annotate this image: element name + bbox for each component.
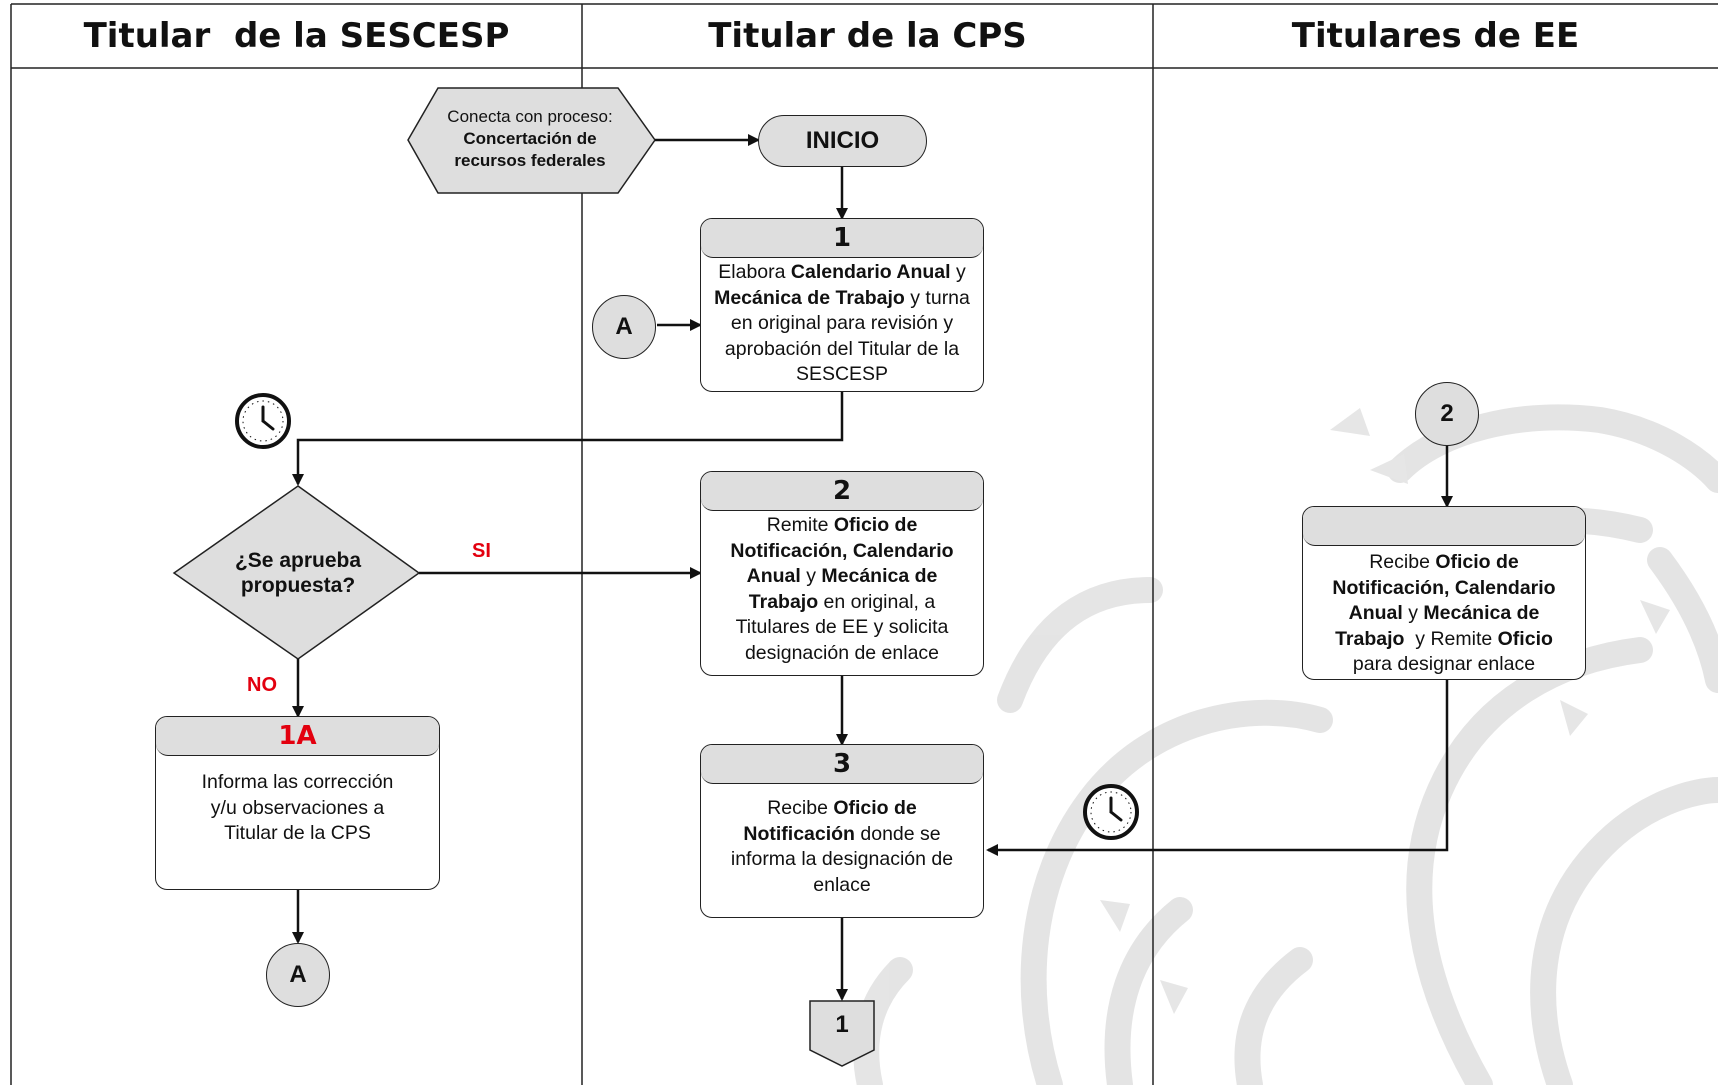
process-connector-hexagon <box>407 87 656 194</box>
text-run: donde se informa la designación de enlac… <box>730 822 954 896</box>
text-run: y <box>950 261 966 283</box>
connector-a-entry: A <box>592 295 656 359</box>
watermark-eagle-emblem <box>853 404 1718 1085</box>
decision-question: ¿Se aprueba propuesta? <box>198 548 398 598</box>
step-number: 2 <box>701 472 983 511</box>
step-number <box>1303 507 1585 546</box>
text-run: y <box>1402 602 1424 624</box>
step-1-card: 1 Elabora Calendario Anual y Mecánica de… <box>700 218 984 392</box>
text-run-bold: Oficio de Notificación, Calendario Anual <box>730 514 954 587</box>
ee-receive-card: Recibe Oficio de Notificación, Calendari… <box>1302 506 1586 680</box>
process-connector-text: Conecta con proceso: Concertación de rec… <box>430 106 630 172</box>
lane-title-ee: Titulares de EE <box>1291 16 1580 56</box>
text-run-bold: Oficio de Notificación, Calendario Anual <box>1332 551 1556 624</box>
lane-title-sescesp: Titular de la SESCESP <box>83 16 510 56</box>
text-run-bold: Mecánica de Trabajo <box>1335 602 1540 650</box>
flow-lines <box>292 134 1453 1001</box>
arrow-step1-to-decision <box>292 392 844 486</box>
step-description: Recibe Oficio de Notificación donde se i… <box>701 784 983 898</box>
process-connector-prefix: Conecta con proceso: <box>447 107 613 126</box>
lane-title-cps: Titular de la CPS <box>708 16 1027 56</box>
process-connector-name-line2: recursos federales <box>454 151 606 170</box>
step-2-card: 2 Remite Oficio de Notificación, Calenda… <box>700 471 984 676</box>
text-run: Remite <box>766 514 834 536</box>
text-run: Elabora <box>718 261 791 283</box>
clock-icon <box>235 393 291 449</box>
text-run: y Remite <box>1404 627 1498 650</box>
process-connector-name-line1: Concertación de <box>463 129 597 148</box>
clock-icon <box>1083 784 1139 840</box>
step-description: Elabora Calendario Anual y Mecánica de T… <box>701 258 983 388</box>
text-run-bold: Oficio de Notificación <box>743 797 917 845</box>
text-run: en original, a Titulares de EE y solicit… <box>735 590 949 664</box>
text-run: y <box>800 565 822 587</box>
decision-no-label: NO <box>247 674 277 696</box>
text-run: Recibe <box>767 797 834 819</box>
step-3-card: 3 Recibe Oficio de Notificación donde se… <box>700 744 984 918</box>
decision-yes-label: SI <box>472 540 491 562</box>
step-number: 1A <box>156 717 439 756</box>
step-description: Recibe Oficio de Notificación, Calendari… <box>1303 546 1585 678</box>
text-run-bold: Mecánica de Trabajo <box>714 286 905 309</box>
watermark-feather-marks <box>1100 408 1670 1014</box>
text-run-bold: Calendario Anual <box>790 261 951 283</box>
step-description: Remite Oficio de Notificación, Calendari… <box>701 511 983 666</box>
text-run: Recibe <box>1369 551 1436 573</box>
offpage-connector-shape <box>809 1000 875 1067</box>
arrow-ee-to-step3 <box>986 680 1449 856</box>
step-description: Informa las corrección y/u observaciones… <box>201 771 394 844</box>
start-terminal: INICIO <box>758 115 927 167</box>
connector-2-entry: 2 <box>1415 382 1479 446</box>
decision-line2: propuesta? <box>240 574 356 597</box>
offpage-connector-label: 1 <box>835 1011 849 1038</box>
text-run-bold: Mecánica de Trabajo <box>748 565 938 613</box>
text-run: y turna en original para revisión y apro… <box>724 286 970 386</box>
step-number: 1 <box>701 219 983 258</box>
step-number: 3 <box>701 745 983 784</box>
connector-a-exit: A <box>266 943 330 1007</box>
text-run-bold: Oficio <box>1497 627 1553 650</box>
text-run: para designar enlace <box>1352 653 1536 675</box>
step-1a-card: 1A Informa las corrección y/u observacio… <box>155 716 440 890</box>
decision-line1: ¿Se aprueba <box>234 549 362 572</box>
